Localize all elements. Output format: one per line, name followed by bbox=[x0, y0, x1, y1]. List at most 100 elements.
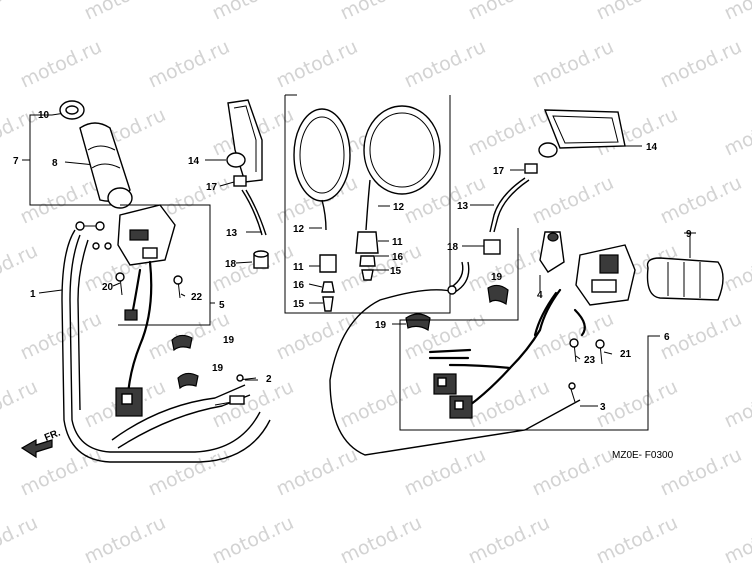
screw-23 bbox=[569, 338, 579, 348]
callout-4: 4 bbox=[537, 290, 543, 301]
optional-mirror-box bbox=[284, 94, 451, 314]
watermark-text-10: motod.ru bbox=[273, 36, 361, 93]
watermark-text-8: motod.ru bbox=[17, 36, 105, 93]
callout-2: 2 bbox=[266, 374, 272, 385]
band-19-right bbox=[487, 284, 509, 305]
watermark-text-60: motod.ru bbox=[529, 444, 617, 501]
front-direction-arrow bbox=[20, 438, 53, 459]
callout-17b: 17 bbox=[493, 166, 505, 177]
watermark-text-32: motod.ru bbox=[0, 240, 41, 297]
watermark-text-5: motod.ru bbox=[593, 0, 681, 25]
bolt-20 bbox=[115, 272, 125, 282]
callout-12a: 12 bbox=[293, 224, 305, 235]
callout-12b: 12 bbox=[393, 202, 405, 213]
watermark-text-53: motod.ru bbox=[593, 376, 681, 433]
diagram-code: MZ0E- F0300 bbox=[612, 450, 674, 461]
watermark-text-1: motod.ru bbox=[81, 0, 169, 25]
callout-13a: 13 bbox=[226, 228, 238, 239]
callout-5: 5 bbox=[219, 300, 225, 311]
watermark-text-42: motod.ru bbox=[273, 308, 361, 365]
watermark-text-29: motod.ru bbox=[657, 172, 745, 229]
callout-11b: 11 bbox=[392, 237, 403, 248]
watermark-text-45: motod.ru bbox=[657, 308, 745, 365]
left-mirror bbox=[227, 99, 263, 183]
callout-3: 3 bbox=[600, 402, 606, 413]
watermark-text-38: motod.ru bbox=[721, 240, 752, 297]
callout-14a: 14 bbox=[188, 156, 200, 167]
callout-15a: 15 bbox=[293, 299, 305, 310]
watermark-text-22: motod.ru bbox=[721, 104, 752, 161]
watermark-text-6: motod.ru bbox=[721, 0, 752, 25]
watermark-text-65: motod.ru bbox=[81, 512, 169, 564]
watermark-text-64: motod.ru bbox=[0, 512, 41, 564]
callout-19d: 19 bbox=[491, 272, 503, 283]
callout-17a: 17 bbox=[206, 182, 218, 193]
callout-15b: 15 bbox=[390, 266, 402, 277]
screw-21 bbox=[595, 339, 605, 349]
callout-14b: 14 bbox=[646, 142, 658, 153]
watermark-text-54: motod.ru bbox=[721, 376, 752, 433]
watermark-text-48: motod.ru bbox=[0, 376, 41, 433]
watermark-text-4: motod.ru bbox=[465, 0, 553, 25]
callout-10: 10 bbox=[38, 110, 50, 121]
callout-7: 7 bbox=[13, 156, 19, 167]
watermark-text-11: motod.ru bbox=[401, 36, 489, 93]
watermark-text-67: motod.ru bbox=[337, 512, 425, 564]
bolt-22 bbox=[173, 275, 183, 285]
mirror-cover-11-right bbox=[355, 231, 379, 254]
callout-18b: 18 bbox=[447, 242, 459, 253]
watermark-text-52: motod.ru bbox=[465, 376, 553, 433]
round-mirror-right bbox=[363, 105, 441, 195]
band-19-upper bbox=[171, 334, 193, 352]
watermark-text-70: motod.ru bbox=[721, 512, 752, 564]
band-19-lower bbox=[177, 372, 199, 390]
left-handlebar-assembly bbox=[20, 100, 271, 463]
watermark-text-40: motod.ru bbox=[17, 308, 105, 365]
watermark-text-12: motod.ru bbox=[529, 36, 617, 93]
callout-9: 9 bbox=[686, 229, 692, 240]
callout-6: 6 bbox=[664, 332, 670, 343]
throttle-housing bbox=[539, 231, 565, 273]
left-mirror-assembly bbox=[205, 99, 269, 269]
callout-21: 21 bbox=[620, 349, 632, 360]
mirror-cover-11-left bbox=[319, 254, 337, 273]
callout-22: 22 bbox=[191, 292, 203, 303]
right-switch-housing bbox=[575, 244, 636, 306]
callout-19a: 19 bbox=[223, 335, 235, 346]
watermark-text-51: motod.ru bbox=[337, 376, 425, 433]
watermark-text-28: motod.ru bbox=[529, 172, 617, 229]
callout-19c: 19 bbox=[375, 320, 387, 331]
right-mirror-assembly bbox=[462, 109, 642, 255]
watermark-text-16: motod.ru bbox=[0, 104, 41, 161]
nut-18-right bbox=[483, 239, 501, 255]
callout-20: 20 bbox=[102, 282, 114, 293]
watermark-text-35: motod.ru bbox=[337, 240, 425, 297]
callout-16b: 16 bbox=[392, 252, 404, 263]
callout-8: 8 bbox=[52, 158, 58, 169]
callout-11a: 11 bbox=[293, 262, 304, 273]
watermark-text-3: motod.ru bbox=[337, 0, 425, 25]
callout-19b: 19 bbox=[212, 363, 224, 374]
watermark-text-34: motod.ru bbox=[209, 240, 297, 297]
band-19-harness bbox=[405, 313, 431, 331]
callout-13b: 13 bbox=[457, 201, 469, 212]
callout-labels: 1 2 3 4 5 6 7 8 9 10 11 11 12 12 13 13 1… bbox=[13, 110, 692, 413]
watermark-text-59: motod.ru bbox=[401, 444, 489, 501]
round-mirror-left bbox=[293, 108, 351, 202]
direction-label: FR. bbox=[43, 427, 62, 443]
watermark-text-2: motod.ru bbox=[209, 0, 297, 25]
watermark-text-13: motod.ru bbox=[657, 36, 745, 93]
watermark-text-0: motod.ru bbox=[0, 0, 41, 25]
watermark-text-66: motod.ru bbox=[209, 512, 297, 564]
watermark-text-69: motod.ru bbox=[593, 512, 681, 564]
callout-23: 23 bbox=[584, 355, 596, 366]
callout-1: 1 bbox=[30, 289, 36, 300]
callout-18a: 18 bbox=[225, 259, 237, 270]
callout-16a: 16 bbox=[293, 280, 305, 291]
watermark-text-68: motod.ru bbox=[465, 512, 553, 564]
watermark-text-9: motod.ru bbox=[145, 36, 233, 93]
watermark-text-58: motod.ru bbox=[273, 444, 361, 501]
right-grip bbox=[646, 257, 724, 301]
